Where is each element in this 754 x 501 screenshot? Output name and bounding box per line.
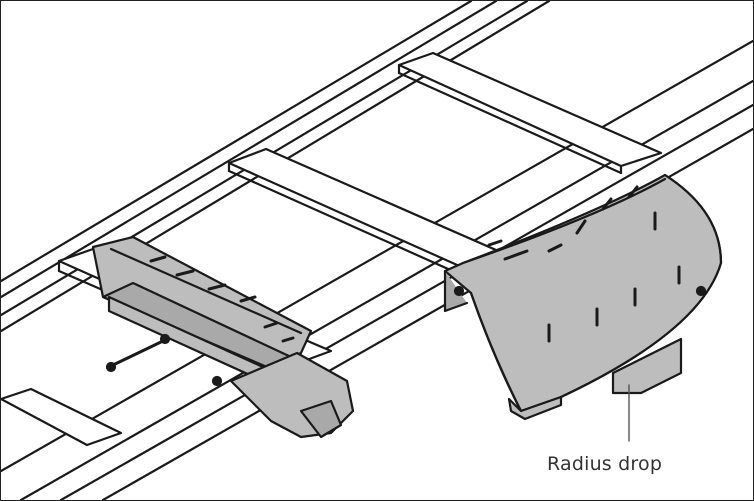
ladder-rung <box>397 51 663 175</box>
ladder-rung <box>1 387 123 447</box>
radius-drop <box>443 173 723 421</box>
radius-drop-label: Radius drop <box>547 453 663 475</box>
rung-bracket <box>91 235 355 439</box>
mounting-screw <box>211 375 223 387</box>
mounting-screw <box>105 333 171 373</box>
